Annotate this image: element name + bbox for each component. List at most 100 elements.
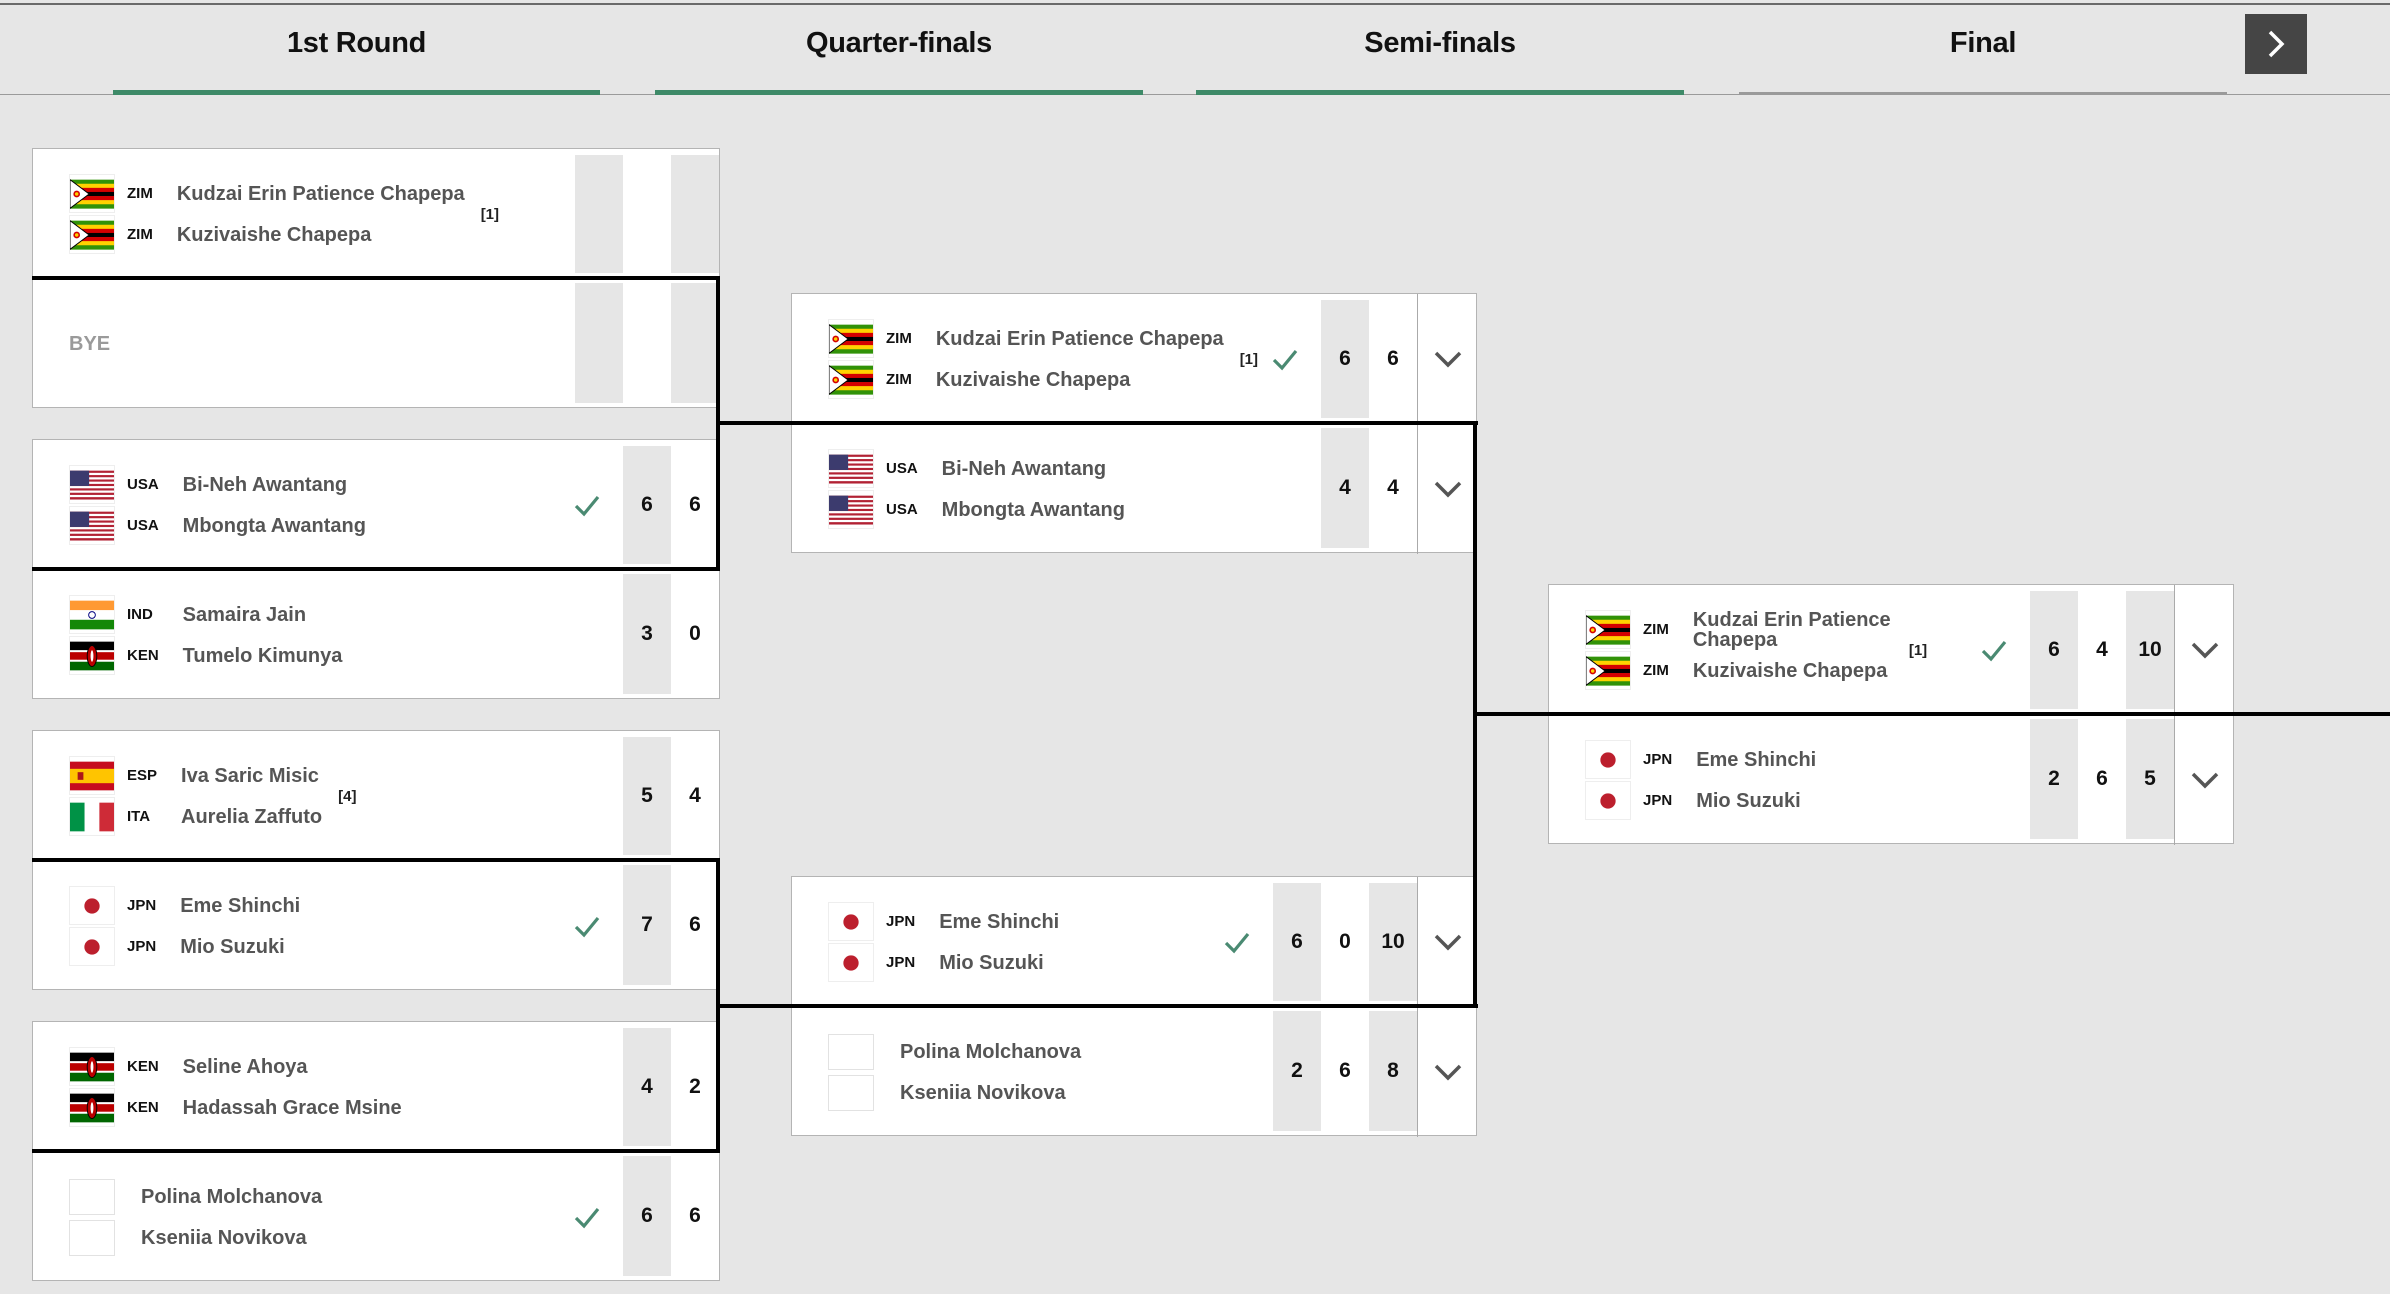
player-name[interactable]: Tumelo Kimunya [182, 644, 343, 667]
set-score: 4 [689, 784, 701, 807]
chevron-right-icon [2268, 30, 2285, 58]
player-name[interactable]: Eme Shinchi [939, 910, 1060, 933]
bracket-line [1473, 712, 2390, 716]
player-name[interactable]: Mbongta Awantang [941, 498, 1125, 521]
flag-jpn-icon [69, 927, 115, 966]
set-score: 6 [689, 1204, 701, 1227]
team-row[interactable]: BYE [33, 279, 719, 409]
flag-ken-icon [69, 636, 115, 675]
set-score: 0 [1339, 930, 1351, 953]
country-code: ITA [127, 808, 151, 825]
country-code: JPN [886, 954, 916, 971]
flag-usa-icon [69, 506, 115, 545]
player-name[interactable]: Bi-Neh Awantang [941, 457, 1107, 480]
tab-1st-round[interactable]: 1st Round [113, 5, 600, 95]
country-code: USA [127, 517, 159, 534]
player-name[interactable]: Polina Molchanova [141, 1185, 323, 1208]
flag-jpn-icon [1585, 740, 1631, 779]
tab-semi-finals[interactable]: Semi-finals [1196, 5, 1684, 95]
expand-button[interactable] [1417, 1007, 1477, 1137]
flag-zim-icon [1585, 651, 1631, 690]
set-score: 7 [623, 865, 671, 985]
chevron-down-icon [1434, 1064, 1461, 1081]
flag-placeholder-icon [828, 1073, 874, 1112]
player-name[interactable]: Kuzivaishe Chapepa [1692, 659, 1888, 682]
tab-underline [1196, 90, 1684, 95]
set-score: 6 [623, 446, 671, 564]
player-name[interactable]: Kudzai Erin Patience Chapepa [935, 327, 1224, 350]
chevron-down-icon [2191, 642, 2218, 659]
flag-zim-icon [69, 174, 115, 213]
expand-button[interactable] [1417, 877, 1477, 1007]
tab-label: Semi-finals [1364, 27, 1516, 59]
player-name[interactable]: Kseniia Novikova [900, 1081, 1066, 1104]
player-name[interactable]: Seline Ahoya [182, 1055, 308, 1078]
player-name[interactable]: Kseniia Novikova [141, 1226, 307, 1249]
set-score [671, 155, 719, 273]
player-name[interactable]: Samaira Jain [182, 603, 307, 626]
set-score: 6 [1387, 347, 1399, 370]
set-score: 6 [1273, 883, 1321, 1001]
tab-final[interactable]: Final [1739, 5, 2227, 95]
tab-quarter-finals[interactable]: Quarter-finals [655, 5, 1143, 95]
chevron-down-icon [1434, 481, 1461, 498]
flag-ita-icon [69, 797, 115, 836]
tab-label: 1st Round [286, 27, 427, 59]
player-name[interactable]: Mio Suzuki [180, 935, 285, 958]
bracket-line [716, 421, 1478, 425]
bracket-line [32, 276, 720, 280]
player-name[interactable]: Kuzivaishe Chapepa [935, 368, 1131, 391]
expand-button[interactable] [2174, 715, 2234, 845]
expand-button[interactable] [1417, 294, 1477, 424]
player-name[interactable]: Hadassah Grace Msine [182, 1096, 402, 1119]
flag-jpn-icon [69, 886, 115, 925]
flag-usa-icon [69, 465, 115, 504]
player-name[interactable]: Eme Shinchi [1696, 748, 1817, 771]
seed-badge: [4] [338, 787, 357, 805]
player-name[interactable]: Mbongta Awantang [182, 514, 366, 537]
player-name[interactable]: Kudzai Erin Patience Chapepa [1692, 608, 1891, 651]
player-name[interactable]: Eme Shinchi [180, 894, 301, 917]
set-score: 6 [689, 913, 701, 936]
expand-button[interactable] [1417, 424, 1477, 554]
set-score: 5 [2126, 719, 2174, 839]
player-name[interactable]: Kuzivaishe Chapepa [176, 223, 372, 246]
player-name[interactable]: Iva Saric Misic [181, 764, 319, 787]
player-name[interactable]: Mio Suzuki [1696, 789, 1801, 812]
player-name[interactable]: Polina Molchanova [900, 1040, 1082, 1063]
expand-button[interactable] [2174, 585, 2234, 715]
set-score: 6 [1321, 300, 1369, 418]
set-score: 10 [1369, 883, 1417, 1001]
player-name[interactable]: Bi-Neh Awantang [182, 473, 348, 496]
player-name[interactable]: Aurelia Zaffuto [181, 805, 323, 828]
set-score [623, 283, 671, 403]
set-score: 2 [1273, 1011, 1321, 1131]
country-code: USA [886, 460, 918, 477]
next-round-button[interactable] [2245, 14, 2307, 74]
player-name[interactable]: Kudzai Erin Patience Chapepa [176, 182, 465, 205]
player-name[interactable]: Mio Suzuki [939, 951, 1044, 974]
set-score: 6 [1339, 1059, 1351, 1082]
